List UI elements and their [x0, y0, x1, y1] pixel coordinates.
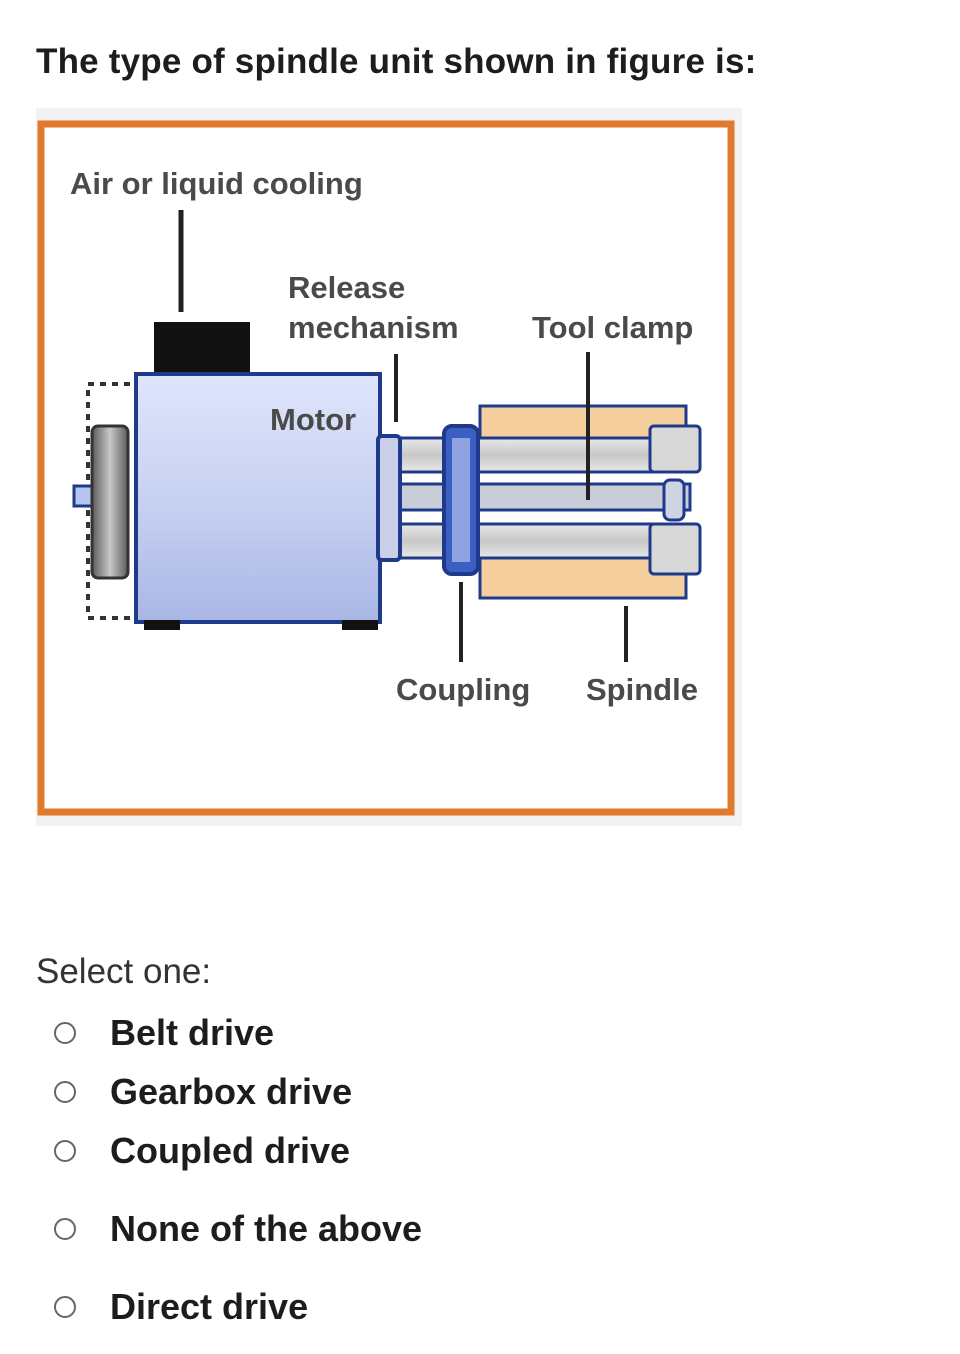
radio-button[interactable]: [54, 1218, 76, 1240]
spindle-diagram: Air or liquid cooling Release mechanism …: [36, 108, 742, 826]
option-none-of-the-above[interactable]: None of the above: [54, 1208, 422, 1250]
option-label[interactable]: Belt drive: [110, 1012, 275, 1053]
motor-foot-right: [342, 620, 378, 630]
label-release-line1: Release: [288, 270, 405, 305]
radio-button[interactable]: [54, 1081, 76, 1103]
spindle-nose-bottom: [648, 522, 702, 576]
label-motor: Motor: [270, 402, 356, 437]
question-text: The type of spindle unit shown in figure…: [36, 42, 757, 81]
option-label[interactable]: Direct drive: [110, 1286, 309, 1327]
lower-shaft: [378, 522, 662, 560]
tool-holder: [662, 478, 686, 522]
option-belt-drive[interactable]: Belt drive: [54, 1012, 274, 1054]
spindle-unit-figure: Air or liquid cooling Release mechanism …: [36, 108, 742, 826]
label-release-line2: mechanism: [288, 310, 459, 345]
coupling-inner: [452, 438, 470, 562]
label-cooling: Air or liquid cooling: [70, 166, 363, 201]
spindle-nose-top: [648, 424, 702, 474]
option-label[interactable]: Coupled drive: [110, 1130, 351, 1171]
select-one-label: Select one:: [36, 952, 212, 991]
upper-shaft: [378, 436, 662, 474]
option-direct-drive[interactable]: Direct drive: [54, 1286, 308, 1328]
option-label[interactable]: Gearbox drive: [110, 1071, 353, 1112]
motor-foot-left: [144, 620, 180, 630]
label-tool-clamp: Tool clamp: [532, 310, 693, 345]
label-coupling: Coupling: [396, 672, 530, 707]
radio-button[interactable]: [54, 1022, 76, 1044]
option-label[interactable]: None of the above: [110, 1208, 423, 1249]
option-gearbox-drive[interactable]: Gearbox drive: [54, 1071, 352, 1113]
option-coupled-drive[interactable]: Coupled drive: [54, 1130, 350, 1172]
drawbar: [378, 482, 692, 512]
radio-button[interactable]: [54, 1140, 76, 1162]
release-mechanism: [376, 434, 402, 562]
motor-body: [134, 372, 382, 624]
cooling-block: [154, 322, 250, 376]
label-spindle: Spindle: [586, 672, 698, 707]
radio-button[interactable]: [54, 1296, 76, 1318]
rear-pulley: [90, 424, 130, 580]
